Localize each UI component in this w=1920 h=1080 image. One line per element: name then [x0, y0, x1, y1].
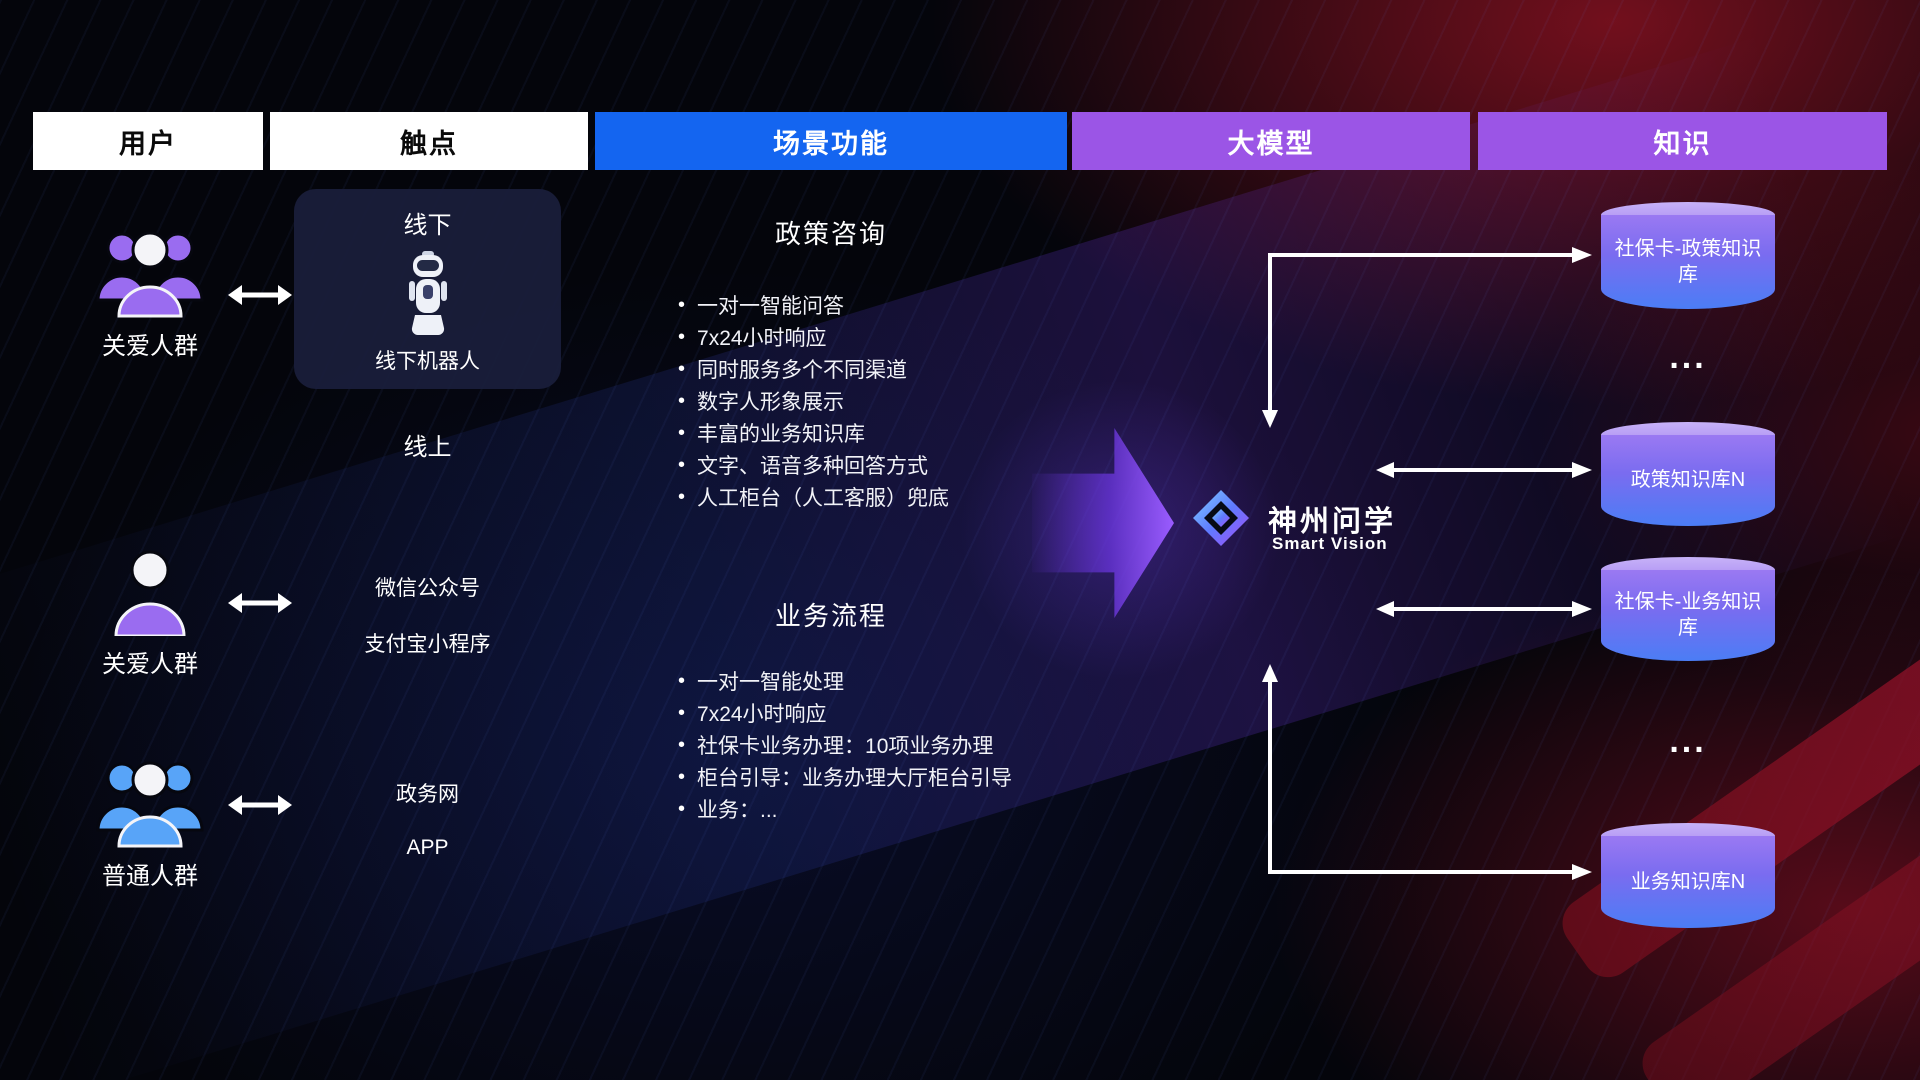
knowledge-db-policy-sscard: 社保卡-政策知识库 [1601, 202, 1775, 309]
touchpoint-app: APP [406, 836, 449, 859]
user-group-care-2: 关爱人群 [70, 548, 230, 679]
knowledge-db-business-sscard: 社保卡-业务知识库 [1601, 557, 1775, 661]
knowledge-db-label: 社保卡-政策知识库 [1614, 237, 1762, 286]
smart-vision-logo-icon [1193, 490, 1249, 546]
column-header-knowledge: 知识 [1478, 112, 1887, 170]
knowledge-ellipsis-2: ... [1669, 722, 1707, 760]
bidirectional-arrow-icon [228, 795, 292, 815]
user-label: 普通人群 [102, 863, 198, 890]
column-header-scene-functions: 场景功能 [595, 112, 1067, 170]
bidirectional-arrow-icon [228, 285, 292, 305]
scene-policy-item: 文字、语音多种回答方式 [678, 449, 1148, 481]
scene-business-title: 业务流程 [774, 601, 887, 631]
knowledge-db-business-n: 业务知识库N [1601, 823, 1775, 928]
knowledge-db-label: 政策知识库N [1630, 469, 1746, 491]
knowledge-db-label: 业务知识库N [1630, 870, 1746, 893]
scene-policy-title: 政策咨询 [774, 219, 887, 249]
scene-policy-item: 数字人形象展示 [678, 385, 1148, 417]
column-header-large-model: 大模型 [1072, 112, 1470, 170]
robot-icon [408, 250, 447, 335]
column-header-touchpoints: 触点 [270, 112, 588, 170]
scene-policy-list: 一对一智能问答 7x24小时响应 同时服务多个不同渠道 数字人形象展示 丰富的业… [678, 289, 1148, 513]
user-label: 关爱人群 [102, 651, 198, 678]
user-group-ordinary: 普通人群 [70, 748, 230, 891]
knowledge-ellipsis-1: ... [1669, 338, 1707, 376]
offline-touchpoint-card: 线下 线下机器人 [294, 189, 561, 389]
scene-policy-item: 人工柜台（人工客服）兜底 [678, 481, 1148, 513]
offline-title: 线下 [403, 212, 452, 239]
scene-business-list: 一对一智能处理 7x24小时响应 社保卡业务办理：10项业务办理 柜台引导：业务… [678, 665, 1148, 825]
scene-business-item: 柜台引导：业务办理大厅柜台引导 [678, 761, 1148, 793]
touchpoint-gov-web: 政务网 [396, 783, 459, 806]
users-group-blue-icon [96, 761, 204, 848]
scene-business-item: 业务：... [678, 793, 1148, 825]
user-group-care-1: 关爱人群 [70, 218, 230, 361]
bidirectional-arrow-icon [228, 593, 292, 613]
scene-policy-item: 丰富的业务知识库 [678, 417, 1148, 449]
user-label: 关爱人群 [102, 333, 198, 360]
touchpoint-wechat: 微信公众号 [375, 577, 480, 600]
column-header-user: 用户 [33, 112, 263, 170]
offline-robot-label: 线下机器人 [375, 350, 480, 373]
knowledge-db-policy-n: 政策知识库N [1601, 422, 1775, 526]
scene-business-item: 社保卡业务办理：10项业务办理 [678, 729, 1148, 761]
model-subtitle: Smart Vision [1272, 534, 1388, 553]
touchpoint-alipay: 支付宝小程序 [364, 633, 491, 656]
model-name: 神州问学 [1268, 506, 1397, 538]
scene-policy-item: 同时服务多个不同渠道 [678, 353, 1148, 385]
user-single-purple-icon [114, 550, 186, 636]
scene-policy-item: 7x24小时响应 [678, 321, 1148, 353]
scene-business-item: 一对一智能处理 [678, 665, 1148, 697]
online-title: 线上 [403, 434, 452, 461]
scene-business-item: 7x24小时响应 [678, 697, 1148, 729]
knowledge-db-label: 社保卡-业务知识库 [1614, 591, 1762, 639]
scene-policy-item: 一对一智能问答 [678, 289, 1148, 321]
users-group-purple-icon [96, 231, 204, 318]
